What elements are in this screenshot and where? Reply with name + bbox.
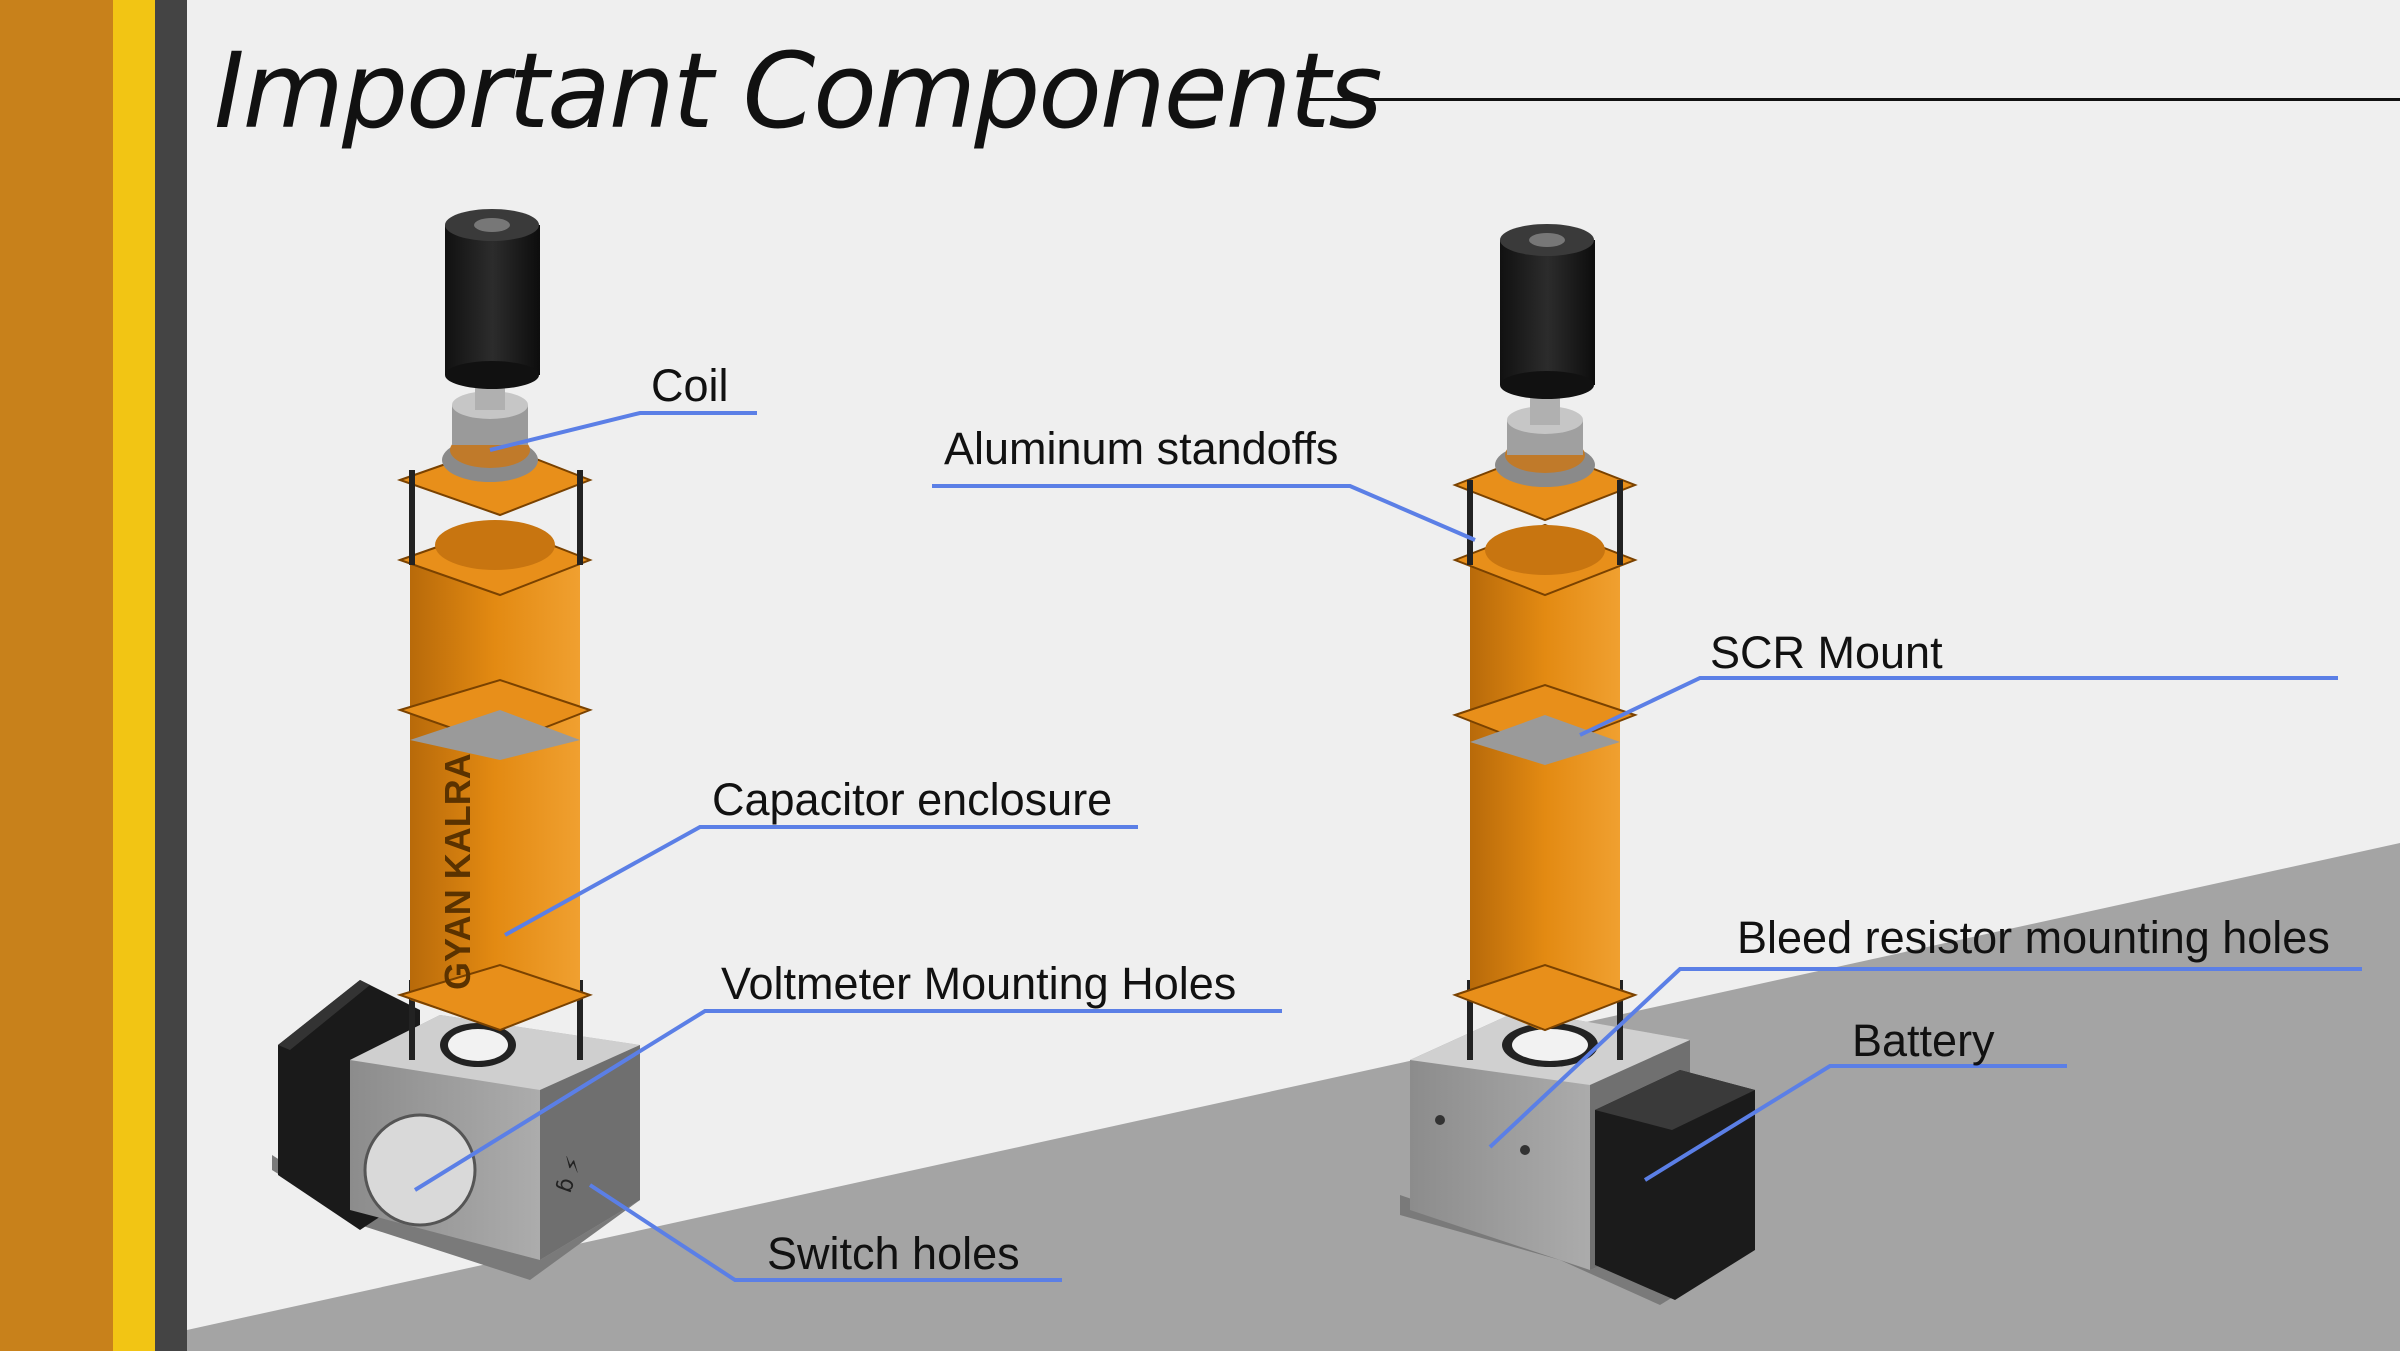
right-model: [1400, 224, 1755, 1305]
leader-battery: [1643, 1064, 2067, 1182]
leader-voltmeter-mounting-holes: [413, 1009, 1282, 1192]
stripe-yellow: [113, 0, 155, 1351]
label-coil: Coil: [651, 360, 729, 411]
leader-switch-holes: [588, 1183, 1062, 1282]
title-rule: [1302, 98, 2400, 101]
label-battery: Battery: [1852, 1015, 1995, 1066]
engraving-text: GYAN KALRA: [437, 753, 478, 990]
label-voltmeter-mounting-holes: Voltmeter Mounting Holes: [721, 958, 1237, 1009]
leader-scr-mount: [1579, 676, 2338, 737]
label-capacitor-enclosure: Capacitor enclosure: [712, 774, 1113, 825]
stripe-gray: [155, 0, 187, 1351]
stripe-orange: [0, 0, 113, 1351]
label-switch-holes: Switch holes: [767, 1228, 1020, 1279]
leader-bleed-resistor: [1488, 967, 2362, 1149]
label-aluminum-standoffs: Aluminum standoffs: [944, 423, 1339, 474]
slide-title: Important Components: [214, 30, 1383, 152]
leader-capacitor-enclosure: [504, 825, 1138, 937]
left-model: ɓ ⚡ GYAN KALRA: [272, 209, 640, 1280]
label-bleed-resistor-mounting-holes: Bleed resistor mounting holes: [1737, 912, 2330, 963]
leader-coil: [489, 411, 757, 452]
label-scr-mount: SCR Mount: [1710, 627, 1943, 678]
leader-aluminum-standoffs: [932, 484, 1476, 542]
